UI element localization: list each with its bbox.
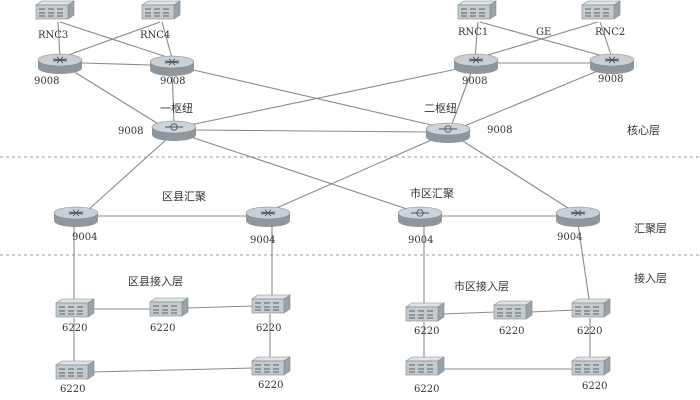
link-acc4-acc5 bbox=[91, 367, 255, 373]
label-agg3: 9004 bbox=[408, 235, 433, 246]
links bbox=[57, 21, 613, 373]
layer-label-aggregation: 汇聚层 bbox=[634, 222, 667, 235]
label-agg1: 9004 bbox=[72, 232, 97, 243]
link-9008d-core2 bbox=[461, 69, 601, 128]
link-9008a-9008b bbox=[81, 62, 151, 66]
label-agg4: 9004 bbox=[557, 232, 582, 243]
label-9008-a: 9008 bbox=[34, 76, 59, 87]
label-acc7: 6220 bbox=[499, 326, 524, 337]
link-rnc3-9008a bbox=[57, 21, 61, 59]
label-rnc2: RNC2 bbox=[595, 27, 625, 38]
acc-switch-2-icon bbox=[149, 297, 189, 317]
label-acc6: 6220 bbox=[414, 326, 439, 337]
acc-switch-5-icon bbox=[251, 356, 291, 376]
link-rnc3-9008b bbox=[59, 21, 171, 59]
acc-switch-6-icon bbox=[405, 302, 445, 322]
label-9008-d: 9008 bbox=[598, 74, 623, 85]
label-agg2: 9004 bbox=[250, 235, 275, 246]
agg-router-2-icon bbox=[245, 206, 291, 228]
label-acc3: 6220 bbox=[256, 323, 281, 334]
link-9008b-core1 bbox=[171, 69, 175, 123]
acc-switch-9-icon bbox=[405, 356, 445, 376]
label-rnc4: RNC4 bbox=[140, 30, 170, 41]
router-9008-c-icon bbox=[453, 53, 499, 75]
label-acc10: 6220 bbox=[582, 381, 607, 392]
link-rnc4-9008a bbox=[59, 21, 161, 59]
label-acc5: 6220 bbox=[258, 380, 283, 391]
label-acc9: 6220 bbox=[414, 384, 439, 395]
link-9008c-core1 bbox=[189, 67, 463, 126]
link-core2-agg2 bbox=[271, 137, 437, 211]
rnc2-switch-icon bbox=[581, 0, 621, 20]
label-core1: 9008 bbox=[118, 126, 143, 137]
acc-switch-4-icon bbox=[55, 360, 95, 380]
acc-switch-3-icon bbox=[251, 294, 291, 314]
link-acc6-acc7 bbox=[441, 311, 497, 315]
link-9008a-core1 bbox=[67, 67, 161, 126]
label-rnc1: RNC1 bbox=[458, 27, 488, 38]
agg-router-1-icon bbox=[53, 206, 99, 228]
acc-switch-10-icon bbox=[571, 356, 611, 376]
label-9008-b: 9008 bbox=[160, 76, 185, 87]
link-rnc2-9008d bbox=[599, 21, 613, 59]
label-acc2: 6220 bbox=[150, 323, 175, 334]
link-rnc2-9008c bbox=[477, 21, 599, 59]
label-acc4: 6220 bbox=[60, 384, 85, 395]
label-city-agg: 市区汇聚 bbox=[410, 186, 454, 200]
label-acc1: 6220 bbox=[62, 323, 87, 334]
link-core1-agg1 bbox=[87, 137, 169, 211]
label-core2: 9008 bbox=[487, 125, 512, 136]
label-county-access: 区县接入层 bbox=[128, 275, 183, 288]
acc-switch-1-icon bbox=[55, 298, 95, 318]
label-hub1: 一枢纽 bbox=[160, 101, 193, 115]
link-9008c-core2 bbox=[451, 69, 473, 125]
rnc1-switch-icon bbox=[457, 0, 497, 20]
link-core1-core2 bbox=[195, 129, 427, 133]
link-rnc1-9008c bbox=[474, 21, 479, 59]
link-agg4-acc8 bbox=[577, 223, 591, 307]
agg-router-4-icon bbox=[555, 206, 601, 228]
link-core1-agg3 bbox=[187, 135, 411, 211]
link-core2-agg4 bbox=[457, 137, 569, 209]
label-ge: GE bbox=[536, 27, 551, 38]
router-9008-d-icon bbox=[589, 53, 635, 75]
acc-switch-7-icon bbox=[493, 300, 533, 320]
acc-switch-8-icon bbox=[571, 298, 611, 318]
rnc3-switch-icon bbox=[35, 0, 75, 20]
label-county-agg: 区县汇聚 bbox=[162, 190, 206, 203]
router-9008-a-icon bbox=[37, 53, 83, 75]
link-acc7-acc8 bbox=[529, 309, 577, 313]
label-hub2: 二枢纽 bbox=[424, 101, 457, 115]
label-city-access: 市区接入层 bbox=[454, 279, 509, 293]
agg-router-3-icon bbox=[397, 206, 443, 228]
label-9008-c: 9008 bbox=[462, 76, 487, 87]
link-9008b-core2 bbox=[184, 67, 441, 128]
core-router-2-icon bbox=[425, 122, 471, 144]
link-rnc1-9008d bbox=[479, 21, 611, 59]
rnc4-switch-icon bbox=[141, 0, 181, 20]
layer-label-access: 接入层 bbox=[634, 272, 667, 285]
router-9008-b-icon bbox=[149, 55, 195, 77]
core-router-1-icon bbox=[151, 120, 197, 142]
layer-label-core: 核心层 bbox=[627, 123, 660, 137]
label-rnc3: RNC3 bbox=[38, 30, 68, 41]
link-acc2-acc3 bbox=[185, 305, 255, 309]
link-rnc4-9008b bbox=[161, 21, 173, 59]
label-acc8: 6220 bbox=[577, 326, 602, 337]
